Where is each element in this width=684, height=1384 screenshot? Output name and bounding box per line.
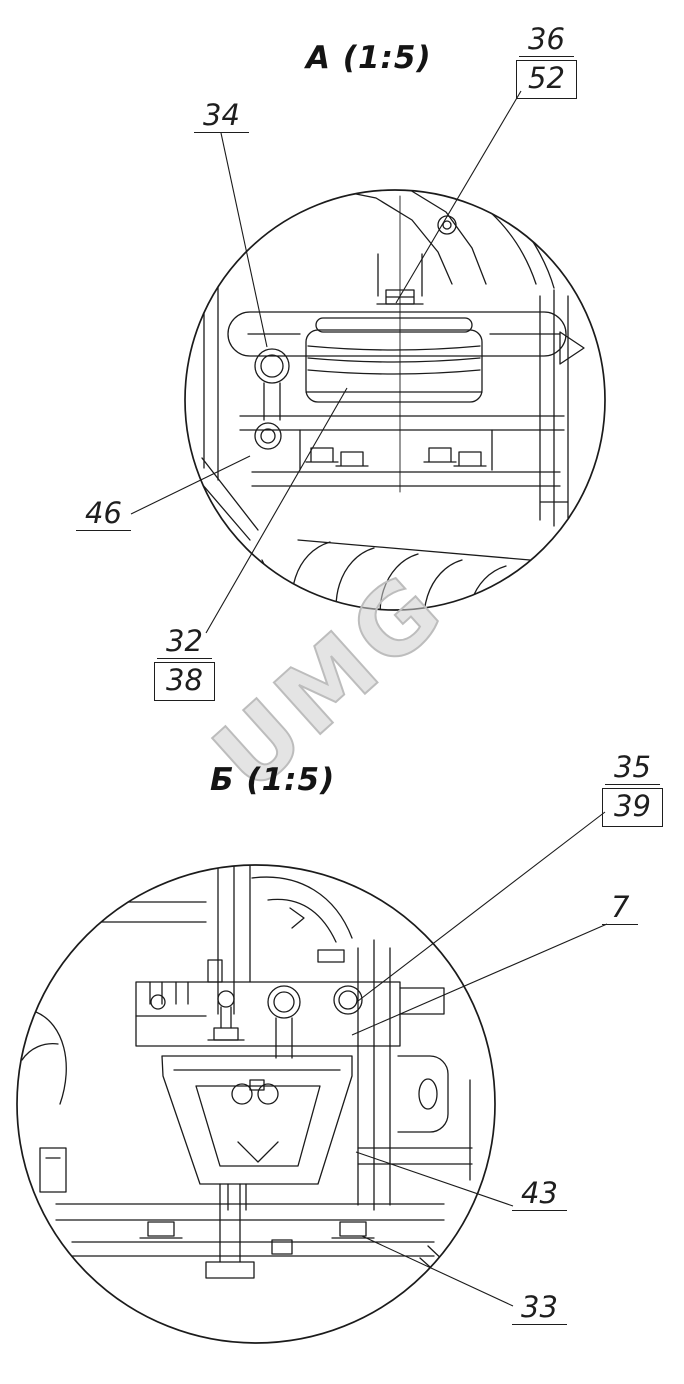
view-a-title: А (1:5)	[306, 40, 432, 76]
detail-view-a-circle	[184, 189, 606, 611]
callout-43: 43	[512, 1178, 567, 1212]
callout-alt-label-52: 52	[516, 60, 577, 99]
leader-33	[361, 1235, 514, 1307]
leader-lines	[130, 90, 608, 1307]
callout-7: 7	[602, 892, 639, 926]
callout-34: 34	[194, 100, 249, 134]
callout-label-46: 46	[76, 498, 131, 532]
callout-label-43: 43	[512, 1178, 567, 1212]
leader-32-38	[205, 387, 348, 634]
leader-46	[130, 455, 251, 515]
leader-35-39	[357, 811, 606, 1002]
leader-34	[220, 132, 268, 348]
callout-label-36: 36	[519, 24, 574, 58]
view-b-title: Б (1:5)	[210, 762, 336, 798]
callout-alt-label-38: 38	[154, 662, 215, 701]
leader-36-52	[395, 90, 522, 304]
callout-32-38: 32 38	[154, 626, 215, 701]
detail-view-a-art	[189, 190, 585, 610]
callout-label-7: 7	[602, 892, 639, 926]
leader-7	[351, 923, 608, 1036]
callout-46: 46	[76, 498, 131, 532]
callout-label-33: 33	[512, 1292, 567, 1326]
callout-35-39: 35 39	[602, 752, 663, 827]
detail-view-b-circle	[16, 864, 496, 1344]
callout-label-34: 34	[194, 100, 249, 134]
callout-36-52: 36 52	[516, 24, 577, 99]
callout-alt-label-39: 39	[602, 788, 663, 827]
callout-33: 33	[512, 1292, 567, 1326]
callout-label-32: 32	[157, 626, 212, 660]
detail-view-b-art	[21, 865, 473, 1339]
leader-43	[355, 1151, 514, 1207]
callout-label-35: 35	[605, 752, 660, 786]
